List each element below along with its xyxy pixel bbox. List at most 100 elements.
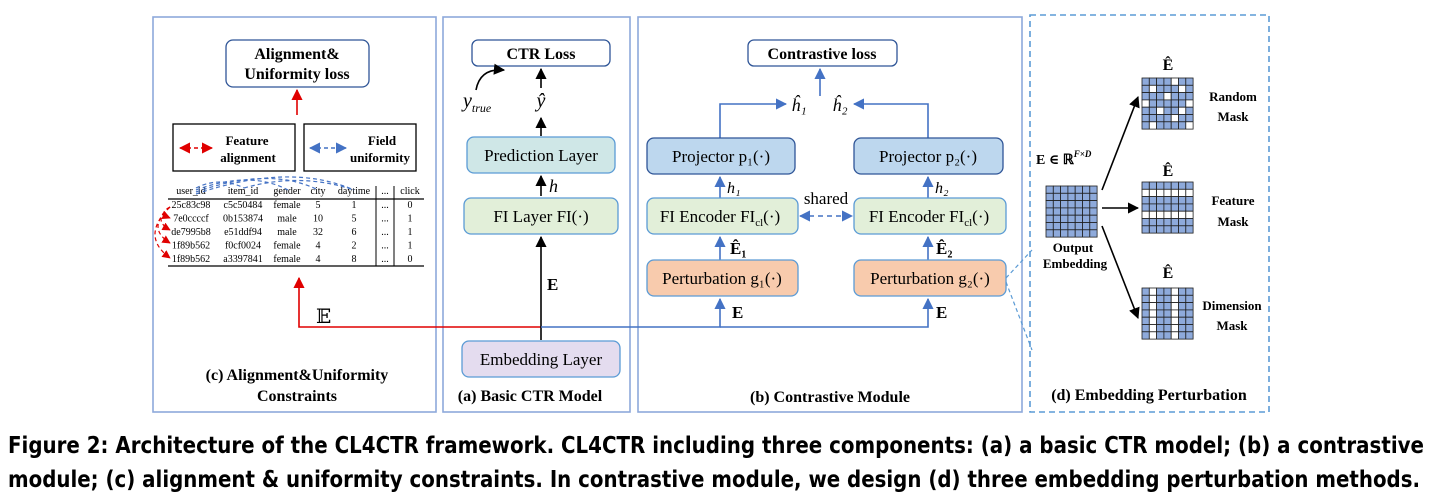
encoder2-tail: (·)	[972, 207, 989, 226]
embedding-cell	[1156, 316, 1165, 325]
embedding-cell	[1060, 200, 1069, 209]
encoder2-subscript: cl	[964, 217, 972, 229]
table-cell: 1f89b562	[172, 254, 210, 265]
embedding-cell	[1178, 121, 1187, 130]
embedding-cell	[1163, 210, 1172, 219]
table-header-cell: ...	[381, 186, 389, 197]
embedding-cell	[1170, 114, 1179, 123]
embedding-cell	[1178, 225, 1187, 234]
embedding-cell	[1067, 185, 1076, 194]
alignment-loss-line2: Uniformity loss	[244, 66, 349, 83]
embedding-cell	[1052, 229, 1062, 238]
table-cell: ...	[381, 254, 389, 265]
projector2-to-h2hat-arrow	[852, 98, 929, 138]
embedding-cell	[1148, 92, 1158, 101]
embedding-cell	[1067, 207, 1076, 216]
embedding-cell	[1170, 181, 1179, 190]
embedding-cell	[1178, 331, 1187, 340]
embedding-cell	[1148, 99, 1158, 108]
embedding-cell	[1170, 106, 1179, 115]
uniformity-arc-3	[195, 177, 319, 193]
panel-a: CTR Loss ytrue ŷ Prediction Layer h FI L…	[458, 39, 621, 405]
embedding-cell	[1185, 331, 1194, 340]
projector2-label: Projector p₂(·)	[879, 147, 977, 166]
y-hat-label: ŷ	[535, 90, 546, 112]
h1-hat-label: ĥ₁	[791, 94, 806, 115]
embedding-cell	[1170, 203, 1179, 212]
embedding-cell	[1141, 106, 1150, 115]
embedding-cell	[1089, 200, 1098, 209]
embedding-cell	[1074, 214, 1083, 223]
table-cell: 0b153874	[223, 214, 263, 225]
encoder2-label: FI Encoder FIcl(·)	[869, 207, 989, 229]
embedding-cell	[1178, 114, 1187, 123]
embedding-cell	[1163, 121, 1172, 130]
embedding-cell	[1185, 196, 1194, 205]
embedding-cell	[1178, 294, 1187, 303]
embedding-cell	[1148, 181, 1158, 190]
embedding-cell	[1163, 181, 1172, 190]
embedding-cell	[1156, 210, 1165, 219]
embedding-cell	[1163, 77, 1172, 86]
table-cell: 0	[408, 254, 413, 265]
feature-alignment-line1: Feature	[225, 133, 268, 148]
feature-alignment-arcs	[154, 206, 171, 259]
panel-b: Contrastive loss ĥ₁ ĥ₂ Projector p₁(·) P…	[541, 39, 1007, 406]
table-cell: 10	[313, 214, 323, 225]
embedding-cell	[1163, 287, 1172, 296]
embedding-cell	[1163, 92, 1172, 101]
embedding-cell	[1089, 207, 1098, 216]
embedding-cell	[1185, 218, 1194, 227]
h-label: h	[549, 176, 558, 196]
panel-c-title-line2: Constraints	[257, 388, 337, 405]
table-cell: 8	[352, 254, 357, 265]
embedding-cell	[1148, 84, 1158, 94]
embedding-cell	[1060, 192, 1069, 202]
embedding-cell	[1082, 222, 1091, 231]
embedding-cell	[1185, 210, 1194, 219]
output-to-dimension-arrow	[1101, 225, 1140, 320]
panel-c-title-line1: (c) Alignment&Uniformity	[206, 367, 389, 384]
embedding-cell	[1082, 207, 1091, 216]
embedding-cell	[1156, 196, 1165, 205]
embedding-cell	[1074, 222, 1083, 231]
embedding-cell	[1170, 210, 1179, 219]
embedding-cell	[1074, 207, 1083, 216]
e-label-b-left: E	[732, 303, 743, 322]
table-cell: male	[277, 214, 297, 225]
alignment-arc-4	[154, 206, 171, 259]
embedding-cell	[1178, 196, 1187, 205]
table-cell: 0	[408, 200, 413, 211]
embedding-cell	[1141, 294, 1150, 303]
table-cell: 2	[352, 241, 357, 252]
embedding-cell	[1170, 188, 1179, 198]
embedding-cell	[1178, 309, 1187, 318]
table-cell: c5c50484	[224, 200, 263, 211]
embedding-cell	[1141, 218, 1150, 227]
table-cell: male	[277, 227, 297, 238]
output-embedding-line1: Output	[1053, 240, 1094, 255]
table-header-cell: item_id	[228, 186, 259, 197]
embedding-cell	[1089, 185, 1098, 194]
embedding-cell	[1156, 106, 1165, 115]
embedding-cell	[1156, 77, 1165, 86]
embedding-cell	[1156, 92, 1165, 101]
e-hat-feature: Ê	[1163, 161, 1174, 180]
table-header-cell: click	[400, 186, 419, 197]
embedding-cell	[1082, 214, 1091, 223]
embedding-cell	[1178, 84, 1187, 94]
perturbation1-box	[646, 259, 799, 297]
table-cell: 1	[352, 200, 357, 211]
panel-c-border	[152, 16, 437, 413]
embedding-cell	[1141, 331, 1150, 340]
embedding-cell	[1148, 294, 1158, 303]
embedding-cell	[1156, 84, 1165, 94]
embedding-cell	[1141, 287, 1150, 296]
embedding-cell	[1045, 214, 1054, 223]
e1-hat-label: Ê₁	[730, 239, 746, 258]
random-mask-grid	[1141, 77, 1194, 130]
embedding-cell	[1185, 316, 1194, 325]
embedding-cell	[1178, 188, 1187, 198]
